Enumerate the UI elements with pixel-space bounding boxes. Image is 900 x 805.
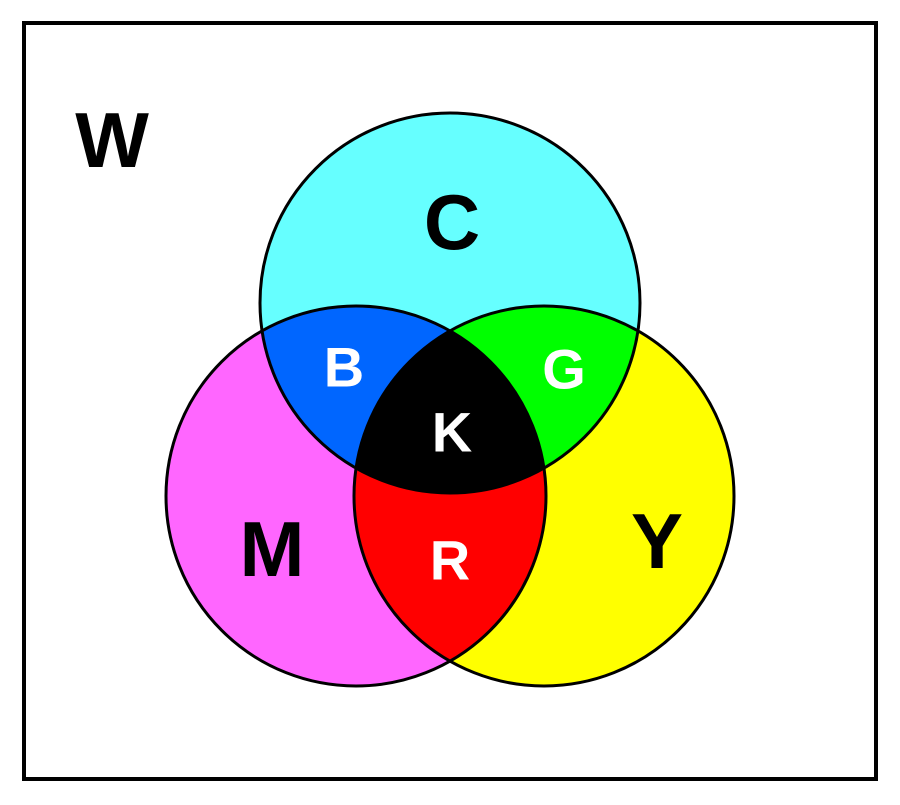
label-g: G (542, 338, 586, 401)
black-overlap (354, 306, 546, 493)
magenta-outline (164, 304, 548, 688)
label-k: K (432, 401, 472, 464)
label-c: C (424, 178, 480, 266)
label-b: B (324, 336, 364, 399)
label-r: R (430, 529, 470, 592)
label-w: W (75, 96, 149, 184)
label-y: Y (631, 497, 683, 585)
yellow-outline (352, 304, 736, 688)
cyan-outline (258, 111, 642, 495)
label-m: M (240, 505, 305, 593)
